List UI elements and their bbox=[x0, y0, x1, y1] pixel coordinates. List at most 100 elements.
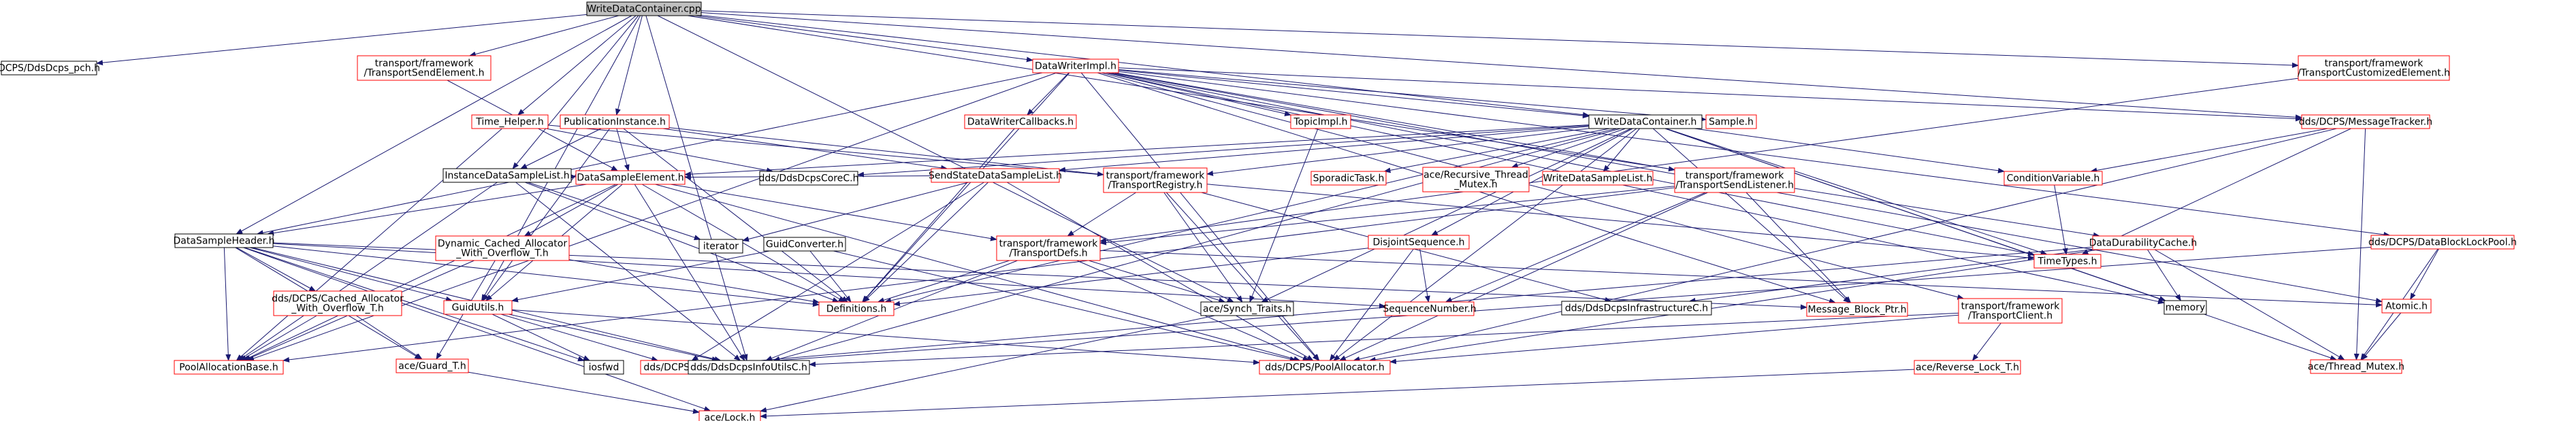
node-label-ace_tmutex: ace/Thread_Mutex.h bbox=[2308, 362, 2404, 373]
node-guidconv[interactable]: GuidConverter.h bbox=[763, 237, 846, 252]
node-poolalloc_base[interactable]: PoolAllocationBase.h bbox=[174, 360, 284, 375]
node-label-dcps_pch: DCPS/DdsDcps_pch.h bbox=[0, 63, 100, 74]
edge-wdc_h-to-ssdsl bbox=[1059, 126, 1590, 173]
node-dsh[interactable]: DataSampleHeader.h bbox=[174, 233, 275, 248]
node-box-ddcache bbox=[2092, 235, 2194, 250]
node-ace_lock[interactable]: ace/Lock.h bbox=[698, 410, 761, 421]
node-idsl[interactable]: InstanceDataSampleList.h bbox=[442, 168, 572, 183]
node-msgtracker[interactable]: dds/DCPS/MessageTracker.h bbox=[2299, 114, 2432, 129]
node-box-poolalloc_base bbox=[174, 360, 284, 375]
edge-dwimpl-to-dsh bbox=[256, 72, 1043, 236]
edge-disjoint-to-pool_allocator bbox=[1329, 248, 1414, 361]
node-condvar[interactable]: ConditionVariable.h bbox=[2003, 171, 2103, 186]
node-wdsl[interactable]: WriteDataSampleList.h bbox=[1542, 171, 1654, 186]
edge-dsh-to-guidutils bbox=[249, 247, 453, 302]
node-label-disjoint: DisjointSequence.h bbox=[1372, 237, 1464, 248]
node-infoutilsc[interactable]: dds/DdsDcpsInfoUtilsC.h bbox=[688, 360, 810, 375]
edge-wdc_cpp-to-ace_synch bbox=[657, 15, 1234, 303]
node-label-ace_rlock: ace/Reverse_Lock_T.h bbox=[1916, 363, 2019, 373]
node-definitions[interactable]: Definitions.h bbox=[818, 301, 895, 316]
node-tf_custelem[interactable]: transport/framework/TransportCustomizedE… bbox=[2298, 55, 2450, 81]
node-ace_guard[interactable]: ace/Guard_T.h bbox=[396, 358, 469, 373]
node-box-infrac bbox=[1561, 301, 1712, 316]
node-tf_defs[interactable]: transport/framework/TransportDefs.h bbox=[996, 235, 1101, 261]
node-label-topicimpl: TopicImpl.h bbox=[1293, 117, 1347, 128]
node-mbptr[interactable]: Message_Block_Ptr.h bbox=[1806, 302, 1908, 317]
edge-tf_sendlistener-to-pool_allocator bbox=[1338, 192, 1708, 361]
node-time_helper[interactable]: Time_Helper.h bbox=[471, 114, 549, 129]
node-memory[interactable]: memory bbox=[2163, 300, 2207, 315]
edge-atomic-to-ace_tmutex bbox=[2361, 312, 2402, 360]
node-dcps_pch[interactable]: DCPS/DdsDcps_pch.h bbox=[0, 61, 100, 75]
node-tf_registry[interactable]: transport/framework/TransportRegistry.h bbox=[1103, 167, 1208, 193]
node-sample_h[interactable]: Sample.h bbox=[1705, 114, 1757, 129]
node-dse[interactable]: DataSampleElement.h bbox=[575, 170, 686, 185]
node-wdc_h[interactable]: WriteDataContainer.h bbox=[1588, 114, 1703, 129]
node-wdc_cpp[interactable]: WriteDataContainer.cpp bbox=[586, 1, 702, 16]
node-ace_rlock[interactable]: ace/Reverse_Lock_T.h bbox=[1914, 360, 2021, 375]
node-box-dse bbox=[575, 170, 686, 185]
edge-dwimpl-to-wdc_h bbox=[1118, 69, 1590, 118]
node-label-idsl: InstanceDataSampleList.h bbox=[445, 171, 569, 182]
node-tf_client[interactable]: transport/framework/TransportClient.h bbox=[1958, 298, 2063, 324]
node-dcps_cawo[interactable]: dds/DCPS/Cached_Allocator_With_Overflow_… bbox=[272, 290, 404, 316]
edge-wdc_cpp-to-msgtracker bbox=[701, 12, 2302, 120]
node-ddcache[interactable]: DataDurabilityCache.h bbox=[2089, 235, 2197, 250]
node-topicimpl[interactable]: TopicImpl.h bbox=[1290, 114, 1351, 129]
node-label-dwcallbacks: DataWriterCallbacks.h bbox=[967, 117, 1074, 128]
node-iterator[interactable]: iterator bbox=[698, 239, 743, 254]
edge-tf_registry-to-ace_synch bbox=[1163, 192, 1243, 303]
node-label-tf_sendelem: transport/framework bbox=[375, 58, 474, 69]
node-label-tf_client: transport/framework bbox=[1961, 301, 2061, 312]
node-ace_tmutex[interactable]: ace/Thread_Mutex.h bbox=[2308, 359, 2404, 374]
node-ace_synch[interactable]: ace/Synch_Traits.h bbox=[1200, 301, 1294, 316]
node-pool_allocator[interactable]: dds/DCPS/PoolAllocator.h bbox=[1259, 360, 1391, 375]
node-box-ace_rtm bbox=[1422, 167, 1530, 192]
edge-wdc_cpp-to-infoutilsc bbox=[645, 15, 748, 361]
edge-tf_sendlistener-to-mbptr bbox=[1745, 192, 1852, 303]
edge-time_helper-to-poolalloc_base bbox=[236, 128, 502, 361]
edge-dwimpl-to-memory bbox=[1106, 72, 2165, 305]
node-label-atomic: Atomic.h bbox=[2385, 301, 2428, 312]
node-seqnum[interactable]: SequenceNumber.h bbox=[1383, 301, 1477, 316]
edge-guidutils-to-pool_allocator bbox=[511, 309, 1260, 365]
node-box-tf_sendlistener bbox=[1674, 167, 1795, 193]
node-box-pubinst bbox=[560, 114, 670, 129]
node-label-tf_client: /TransportClient.h bbox=[1968, 311, 2052, 322]
node-disjoint[interactable]: DisjointSequence.h bbox=[1368, 235, 1470, 250]
node-guidutils[interactable]: GuidUtils.h bbox=[443, 300, 513, 315]
edge-dwimpl-to-sample_h bbox=[1118, 69, 1707, 122]
edge-dcawo-to-definitions bbox=[568, 259, 820, 305]
edge-dwimpl-to-tf_sendlistener bbox=[1114, 72, 1675, 172]
node-sporadic[interactable]: SporadicTask.h bbox=[1310, 171, 1387, 186]
node-label-tf_sendlistener: transport/framework bbox=[1686, 171, 1785, 182]
edge-dcps_cawo-to-ace_guard bbox=[355, 315, 423, 360]
edge-pubinst-to-ssdsl bbox=[662, 128, 948, 171]
edge-wdc_h-to-definitions bbox=[884, 128, 1617, 303]
node-dbl_pool[interactable]: dds/DCPS/DataBlockLockPool.h bbox=[2368, 235, 2517, 250]
edge-tf_client-to-infoutilsc bbox=[809, 312, 1959, 367]
node-ssdsl[interactable]: SendStateDataSampleList.h bbox=[929, 168, 1062, 183]
node-dwimpl[interactable]: DataWriterImpl.h bbox=[1032, 58, 1119, 73]
edge-dwimpl-to-dwcallbacks bbox=[1027, 72, 1069, 116]
node-infrac[interactable]: dds/DdsDcpsInfrastructureC.h bbox=[1561, 301, 1712, 316]
edge-wdc_h-to-corec bbox=[857, 125, 1590, 178]
node-box-topicimpl bbox=[1290, 114, 1351, 129]
node-dcawo[interactable]: Dynamic_Cached_Allocator_With_Overflow_T… bbox=[435, 235, 570, 261]
node-label-tf_custelem: /TransportCustomizedElement.h bbox=[2298, 68, 2450, 79]
node-ace_rtm[interactable]: ace/Recursive_Thread_Mutex.h bbox=[1422, 167, 1530, 192]
node-dwcallbacks[interactable]: DataWriterCallbacks.h bbox=[964, 114, 1077, 129]
node-box-dwimpl bbox=[1032, 58, 1119, 73]
node-tf_sendelem[interactable]: transport/framework/TransportSendElement… bbox=[357, 55, 492, 81]
node-label-tf_custelem: transport/framework bbox=[2325, 58, 2424, 69]
node-pubinst[interactable]: PublicationInstance.h bbox=[560, 114, 670, 129]
node-box-sample_h bbox=[1705, 114, 1757, 129]
node-tf_sendlistener[interactable]: transport/framework/TransportSendListene… bbox=[1674, 167, 1795, 193]
node-label-tf_defs: transport/framework bbox=[999, 239, 1099, 250]
node-iosfwd[interactable]: iosfwd bbox=[583, 360, 624, 375]
edge-dbl_pool-to-dcps_util bbox=[720, 246, 2372, 367]
node-atomic[interactable]: Atomic.h bbox=[2381, 299, 2432, 314]
edge-ace_rlock-to-ace_lock bbox=[760, 369, 1915, 419]
node-timetypes[interactable]: TimeTypes.h bbox=[2033, 254, 2102, 269]
node-corec[interactable]: dds/DdsDcpsCoreC.h bbox=[759, 171, 859, 186]
